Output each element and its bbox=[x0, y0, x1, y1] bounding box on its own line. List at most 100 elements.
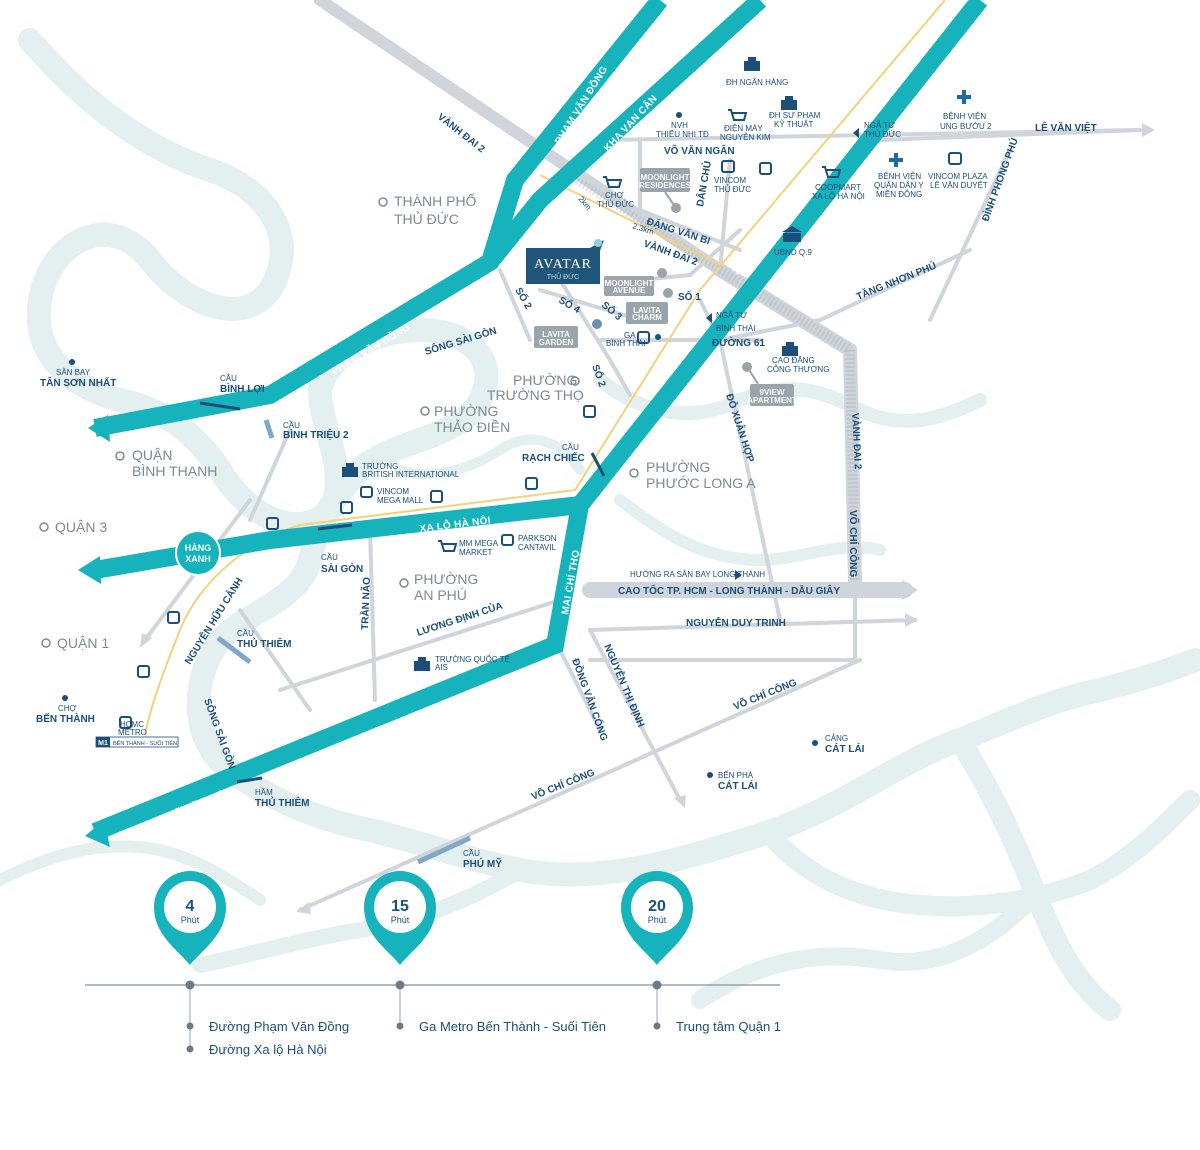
dot-icon bbox=[676, 112, 682, 118]
svg-text:CHỢ: CHỢ bbox=[58, 704, 77, 713]
poi-layer: ĐH NGÂN HÀNG NVH THIẾU NHI TĐ ĐIỆN MÁY N… bbox=[36, 57, 992, 870]
svg-text:NGÃ TƯ: NGÃ TƯ bbox=[864, 121, 895, 130]
svg-text:XA LỘ HÀ NỘI: XA LỘ HÀ NỘI bbox=[812, 192, 865, 201]
svg-text:MARKET: MARKET bbox=[459, 548, 492, 557]
river-branch-5 bbox=[593, 373, 987, 428]
arrow-left-icon bbox=[706, 313, 712, 323]
hang-xanh-junction: HÀNG XANH bbox=[175, 530, 221, 576]
svg-text:BRITISH INTERNATIONAL: BRITISH INTERNATIONAL bbox=[362, 470, 460, 479]
time-pin-4: 4 Phút Đường Phạm Văn Đồng Đường Xa lộ H… bbox=[154, 871, 349, 1057]
svg-text:Phút: Phút bbox=[391, 915, 410, 925]
svg-text:CAO ĐẲNG: CAO ĐẲNG bbox=[772, 356, 815, 365]
svg-text:Trung tâm Quận 1: Trung tâm Quận 1 bbox=[676, 1019, 781, 1034]
svg-text:ĐH SƯ PHẠM: ĐH SƯ PHẠM bbox=[769, 111, 821, 120]
shopping-bag-icon bbox=[948, 152, 962, 165]
svg-text:HẦM: HẦM bbox=[255, 787, 273, 797]
svg-text:NVH: NVH bbox=[671, 121, 688, 130]
main-road-arrows bbox=[78, 415, 110, 847]
cart-icon bbox=[822, 166, 842, 178]
river-branch-2 bbox=[949, 729, 1121, 1021]
svg-text:THỦ ĐỨC: THỦ ĐỨC bbox=[714, 185, 751, 194]
district-truong-tho-1: PHƯỜNG bbox=[513, 372, 577, 388]
vanh-dai-hatch bbox=[557, 166, 860, 581]
arrow-left-icon bbox=[853, 128, 859, 138]
svg-text:Ga Metro Bến Thành - Suối Tiên: Ga Metro Bến Thành - Suối Tiên bbox=[419, 1019, 606, 1034]
label-le-van-viet: LÊ VĂN VIỆT bbox=[1035, 121, 1097, 134]
svg-text:SÀI GÒN: SÀI GÒN bbox=[321, 562, 363, 575]
svg-text:BẾN THÀNH - SUỐI TIÊN: BẾN THÀNH - SUỐI TIÊN bbox=[113, 739, 177, 747]
svg-text:UNG BƯỚU 2: UNG BƯỚU 2 bbox=[940, 122, 992, 131]
district-an-phu-1: PHƯỜNG bbox=[414, 571, 478, 587]
label-nguyen-duy-trinh: NGUYỄN DUY TRINH bbox=[686, 616, 786, 629]
svg-text:MM MEGA: MM MEGA bbox=[459, 539, 499, 548]
svg-text:CẦU: CẦU bbox=[237, 628, 254, 638]
svg-text:THỦ ĐỨC: THỦ ĐỨC bbox=[597, 200, 634, 209]
river-branch-4 bbox=[192, 862, 528, 973]
svg-text:LAVITA: LAVITA bbox=[542, 330, 570, 339]
label-nguyen-thi-dinh: NGUYỄN THỊ ĐỊNH bbox=[601, 642, 648, 729]
time-pin-15: 15 Phút Ga Metro Bến Thành - Suối Tiên bbox=[364, 871, 606, 1034]
svg-text:TÂN SƠN NHẤT: TÂN SƠN NHẤT bbox=[40, 376, 116, 389]
dot-icon bbox=[812, 740, 818, 746]
svg-text:THỦ ĐỨC: THỦ ĐỨC bbox=[864, 130, 901, 139]
svg-text:THỦ THIÊM: THỦ THIÊM bbox=[237, 637, 291, 650]
svg-text:KỸ THUẬT: KỸ THUẬT bbox=[774, 120, 814, 129]
svg-text:UBND Q.9: UBND Q.9 bbox=[774, 248, 812, 257]
svg-text:CẦU: CẦU bbox=[220, 373, 237, 383]
svg-text:BÌNH LỢI: BÌNH LỢI bbox=[220, 382, 265, 395]
district-thu-duc-2: THỦ ĐỨC bbox=[394, 210, 459, 227]
district-an-phu-2: AN PHÚ bbox=[414, 587, 467, 603]
svg-text:VINCOM: VINCOM bbox=[714, 176, 746, 185]
label-kha-van-can: KHA VẠN CÂN bbox=[601, 92, 660, 154]
saigon-river bbox=[18, 28, 1200, 887]
svg-text:THỦ THIÊM: THỦ THIÊM bbox=[255, 796, 309, 809]
shopping-bag-icon bbox=[721, 160, 735, 173]
svg-text:M1: M1 bbox=[98, 740, 108, 747]
svg-text:CẢNG: CẢNG bbox=[825, 734, 848, 743]
label-so-3: SỐ 3 bbox=[599, 298, 626, 324]
svg-text:ĐIỆN MÁY: ĐIỆN MÁY bbox=[724, 124, 763, 133]
shopping-bag-icon bbox=[360, 486, 373, 498]
svg-text:CẦU: CẦU bbox=[283, 420, 300, 430]
label-dan-chu: DÂN CHỦ bbox=[693, 160, 714, 208]
svg-text:Phút: Phút bbox=[181, 915, 200, 925]
university-icon bbox=[781, 96, 797, 110]
shopping-bag-icon bbox=[501, 534, 514, 546]
dot-icon bbox=[707, 772, 713, 778]
svg-text:Phút: Phút bbox=[648, 915, 667, 925]
svg-text:AVENUE: AVENUE bbox=[613, 286, 646, 295]
svg-text:GARDEN: GARDEN bbox=[539, 338, 574, 347]
svg-text:CHỢ: CHỢ bbox=[605, 191, 624, 200]
bridge-marks bbox=[199, 401, 606, 865]
river-layer bbox=[0, 28, 1200, 1021]
svg-text:NGUYỄN KIM: NGUYỄN KIM bbox=[720, 133, 771, 142]
svg-text:MOONLIGHT: MOONLIGHT bbox=[605, 279, 654, 288]
svg-text:TRƯỜNG: TRƯỜNG bbox=[362, 462, 398, 471]
label-tang-nhon-phu: TĂNG NHƠN PHÚ bbox=[854, 259, 938, 303]
svg-text:VINCOM: VINCOM bbox=[377, 487, 409, 496]
district-quan-1: QUẬN 1 bbox=[57, 635, 109, 651]
svg-text:BÌNH THÁI: BÌNH THÁI bbox=[716, 324, 755, 333]
district-binh-thanh-1: QUẬN bbox=[132, 447, 172, 463]
label-tran-nao: TRẦN NÃO bbox=[358, 577, 373, 630]
svg-text:METRO: METRO bbox=[118, 728, 147, 737]
river-branch-6 bbox=[614, 494, 886, 566]
svg-text:HCMC: HCMC bbox=[120, 720, 144, 729]
district-thu-duc-1: THÀNH PHỐ bbox=[394, 192, 477, 209]
project-sub: THỦ ĐỨC bbox=[547, 272, 579, 281]
svg-text:Đường Phạm Văn Đồng: Đường Phạm Văn Đồng bbox=[209, 1019, 349, 1034]
svg-text:CẦU: CẦU bbox=[463, 848, 480, 858]
river-branch-8 bbox=[395, 434, 585, 479]
svg-text:MOONLIGHT: MOONLIGHT bbox=[641, 173, 690, 182]
svg-text:LÊ VĂN DUYỆT: LÊ VĂN DUYỆT bbox=[930, 181, 988, 190]
svg-text:PARKSON: PARKSON bbox=[518, 534, 557, 543]
dot-icon bbox=[69, 359, 75, 365]
svg-text:AIS: AIS bbox=[435, 663, 448, 672]
project-avatar-marker[interactable]: AVATAR THỦ ĐỨC bbox=[526, 239, 604, 284]
river-branch-7 bbox=[0, 840, 266, 906]
label-cao-toc: CAO TỐC TP. HCM - LONG THÀNH - DẦU GIÂY bbox=[618, 583, 840, 597]
svg-text:15: 15 bbox=[391, 898, 409, 915]
svg-text:THIẾU NHI TĐ: THIẾU NHI TĐ bbox=[656, 129, 709, 139]
svg-text:HÀNG: HÀNG bbox=[185, 543, 212, 553]
district-quan-3: QUẬN 3 bbox=[55, 519, 107, 535]
